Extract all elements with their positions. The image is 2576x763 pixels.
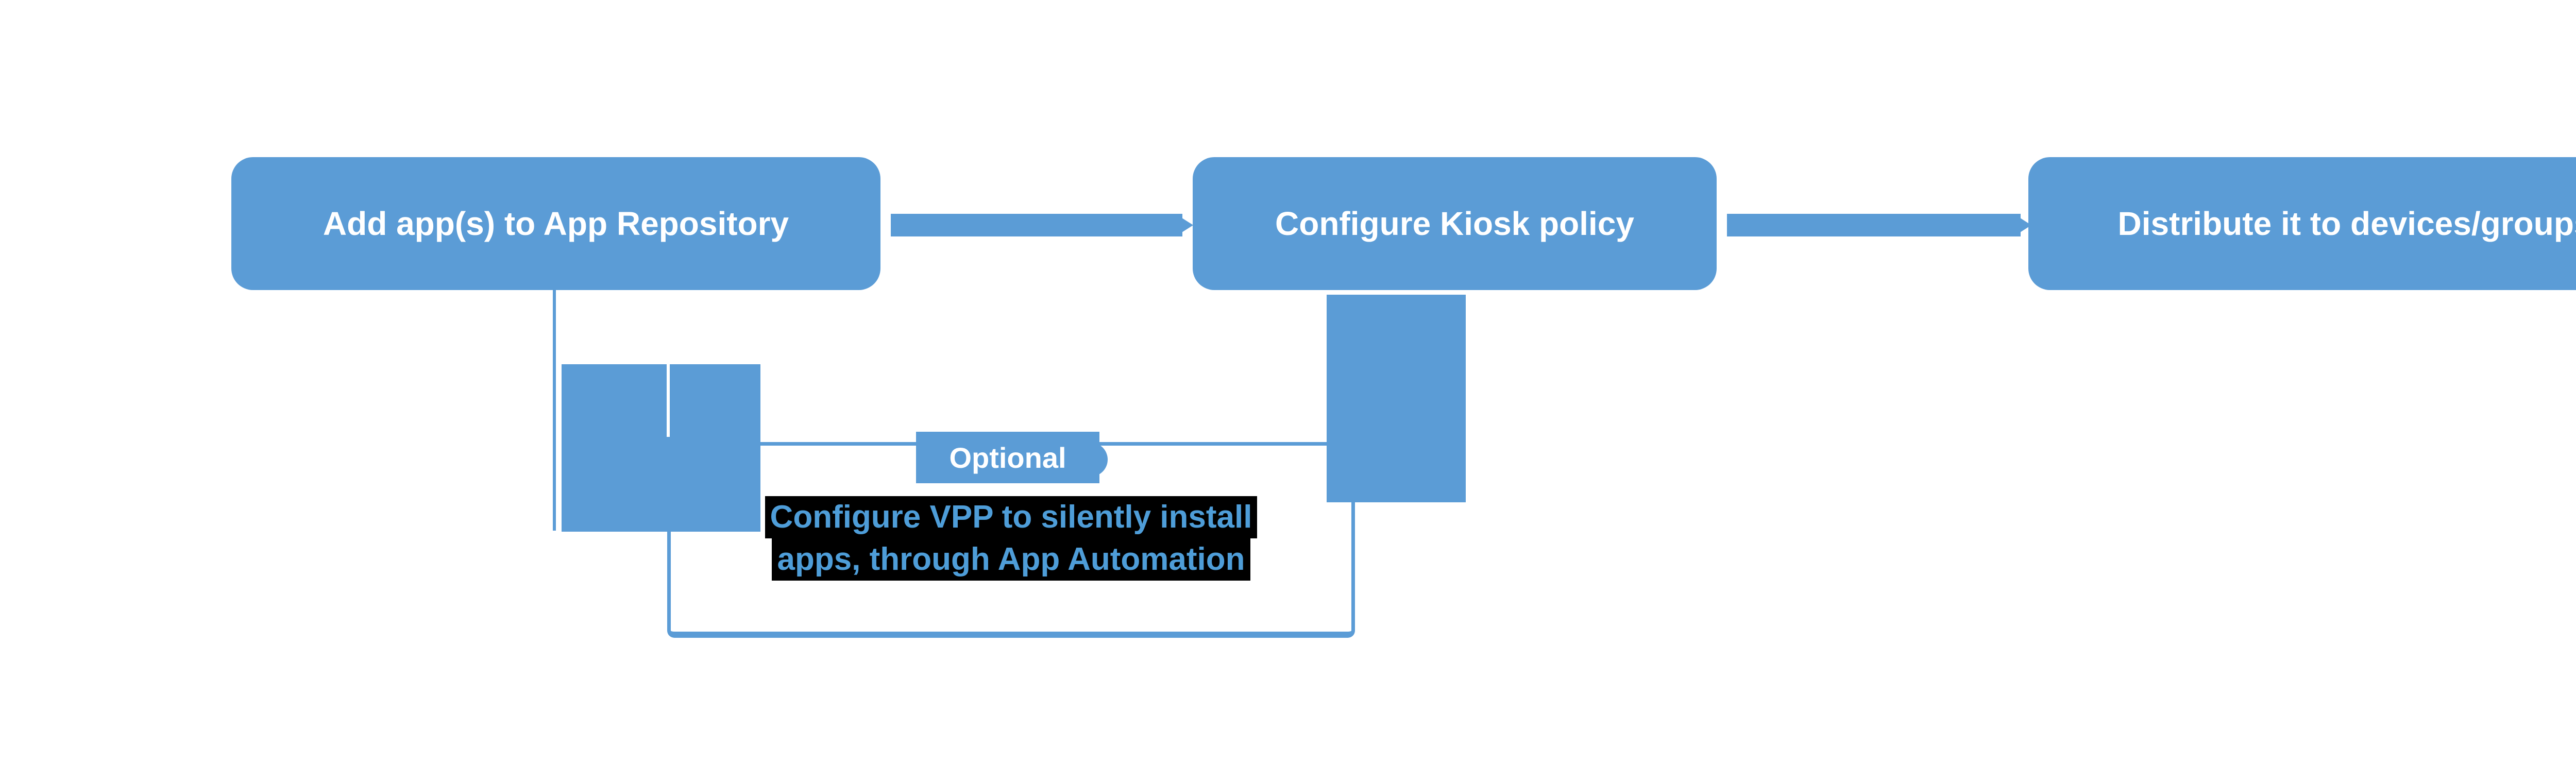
connector-block-left-seam — [667, 364, 670, 437]
step1-drop-connector-line — [553, 290, 556, 531]
optional-note-line-2: apps, through App Automation — [772, 538, 1250, 581]
optional-note-line-1: Configure VPP to silently install — [765, 496, 1258, 538]
step-add-apps-to-repository: Add app(s) to App Repository — [231, 157, 880, 290]
optional-loop-connector-block-left — [562, 364, 760, 532]
optional-badge: Optional — [916, 432, 1099, 483]
optional-badge-label: Optional — [949, 441, 1066, 474]
step-configure-kiosk-policy: Configure Kiosk policy — [1193, 157, 1717, 290]
optional-note: Configure VPP to silently install apps, … — [667, 496, 1355, 581]
step-label: Distribute it to devices/groups — [2117, 205, 2576, 242]
connector-step2-step3 — [1727, 214, 2021, 236]
arrowhead-step2-icon — [1182, 218, 1193, 232]
step-label: Add app(s) to App Repository — [323, 205, 789, 242]
optional-loop-connector-block-right — [1327, 295, 1466, 502]
step-distribute-to-devices-groups: Distribute it to devices/groups — [2028, 157, 2576, 290]
connector-step1-step2 — [891, 214, 1182, 236]
step-label: Configure Kiosk policy — [1275, 205, 1634, 242]
